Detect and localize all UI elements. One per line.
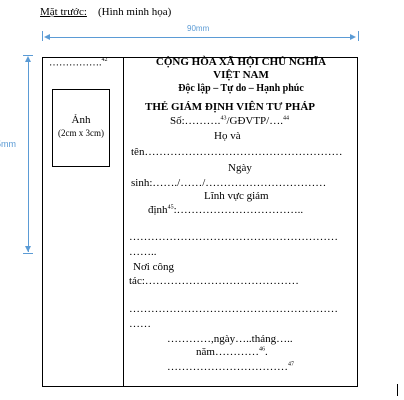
signature-footnote: 47 bbox=[288, 361, 294, 368]
photo-size: (2cm x 3cm) bbox=[58, 128, 104, 138]
work-field: tác:…………………………………… bbox=[129, 275, 299, 287]
field-line: định45:…………………………….. bbox=[148, 204, 303, 216]
width-dimension-line bbox=[46, 37, 354, 38]
motto: Độc lập – Tự do – Hạnh phúc bbox=[178, 83, 304, 94]
height-arrow-down-icon bbox=[25, 246, 31, 252]
name-field: tên……………………………………………… bbox=[131, 146, 343, 158]
year-footnote: 46 bbox=[258, 346, 265, 353]
issuer-dots: ……………. bbox=[49, 57, 102, 69]
field-continuation-2: …….. bbox=[129, 246, 157, 258]
dob-field: sinh:……./……/…………………………… bbox=[131, 177, 327, 189]
year-line: năm…………46. bbox=[196, 346, 268, 358]
height-dimension-line bbox=[28, 58, 29, 252]
number-footnote-2: 44 bbox=[282, 115, 289, 122]
width-arrow-left-icon bbox=[44, 34, 50, 40]
issuer-footnote: 42 bbox=[101, 57, 108, 63]
work-label: Nơi công bbox=[133, 261, 174, 273]
field-continuation-1: ………………………………………………… bbox=[129, 231, 338, 243]
card-divider bbox=[123, 57, 124, 387]
work-continuation-1: ………………………………………………… bbox=[129, 303, 338, 315]
height-label: 55mm bbox=[0, 139, 17, 149]
field-prefix: định bbox=[148, 204, 168, 216]
dob-label: Ngày bbox=[228, 162, 252, 174]
height-arrow-up-icon bbox=[25, 56, 31, 62]
year-suffix: . bbox=[264, 346, 268, 358]
number-footnote-1: 43 bbox=[220, 115, 227, 122]
caption-label: Mặt trước: bbox=[40, 6, 87, 18]
header-line2: VIỆT NAM bbox=[213, 69, 269, 81]
field-label: Lĩnh vực giám bbox=[204, 190, 269, 202]
name-label: Họ và bbox=[214, 130, 241, 142]
card-frame bbox=[42, 57, 358, 387]
number-middle: /GĐVTP/…. bbox=[226, 115, 283, 127]
width-tick-right bbox=[358, 31, 359, 41]
date-line: …………,ngày…..tháng….. bbox=[167, 333, 293, 345]
height-tick-bottom bbox=[23, 253, 33, 254]
height-tick-top bbox=[23, 55, 33, 56]
number-prefix: Số:………. bbox=[170, 115, 221, 127]
year-prefix: năm………… bbox=[196, 346, 259, 358]
header-line1: CỘNG HÒA XÃ HỘI CHỦ NGHĨA bbox=[155, 56, 327, 68]
photo-label: Ảnh bbox=[71, 114, 91, 126]
field-footnote: 45 bbox=[167, 204, 174, 211]
card-number: Số:……….43/GĐVTP/….44 bbox=[170, 115, 289, 127]
photo-frame: Ảnh (2cm x 3cm) bbox=[52, 89, 110, 167]
caption-note: (Hình minh họa) bbox=[98, 6, 172, 18]
signature-line: ……………………………47 bbox=[167, 361, 294, 373]
width-label: 90mm bbox=[187, 24, 210, 33]
field-dots: :…………………………….. bbox=[173, 204, 304, 216]
text-cursor bbox=[397, 384, 398, 396]
work-continuation-2: …… bbox=[129, 318, 151, 330]
issuer-placeholder: …………….42 bbox=[49, 57, 108, 68]
width-arrow-right-icon bbox=[350, 34, 356, 40]
card-title: THẺ GIÁM ĐỊNH VIÊN TƯ PHÁP bbox=[145, 101, 316, 113]
signature-dots: …………………………… bbox=[167, 361, 288, 373]
width-tick-left bbox=[42, 31, 43, 41]
